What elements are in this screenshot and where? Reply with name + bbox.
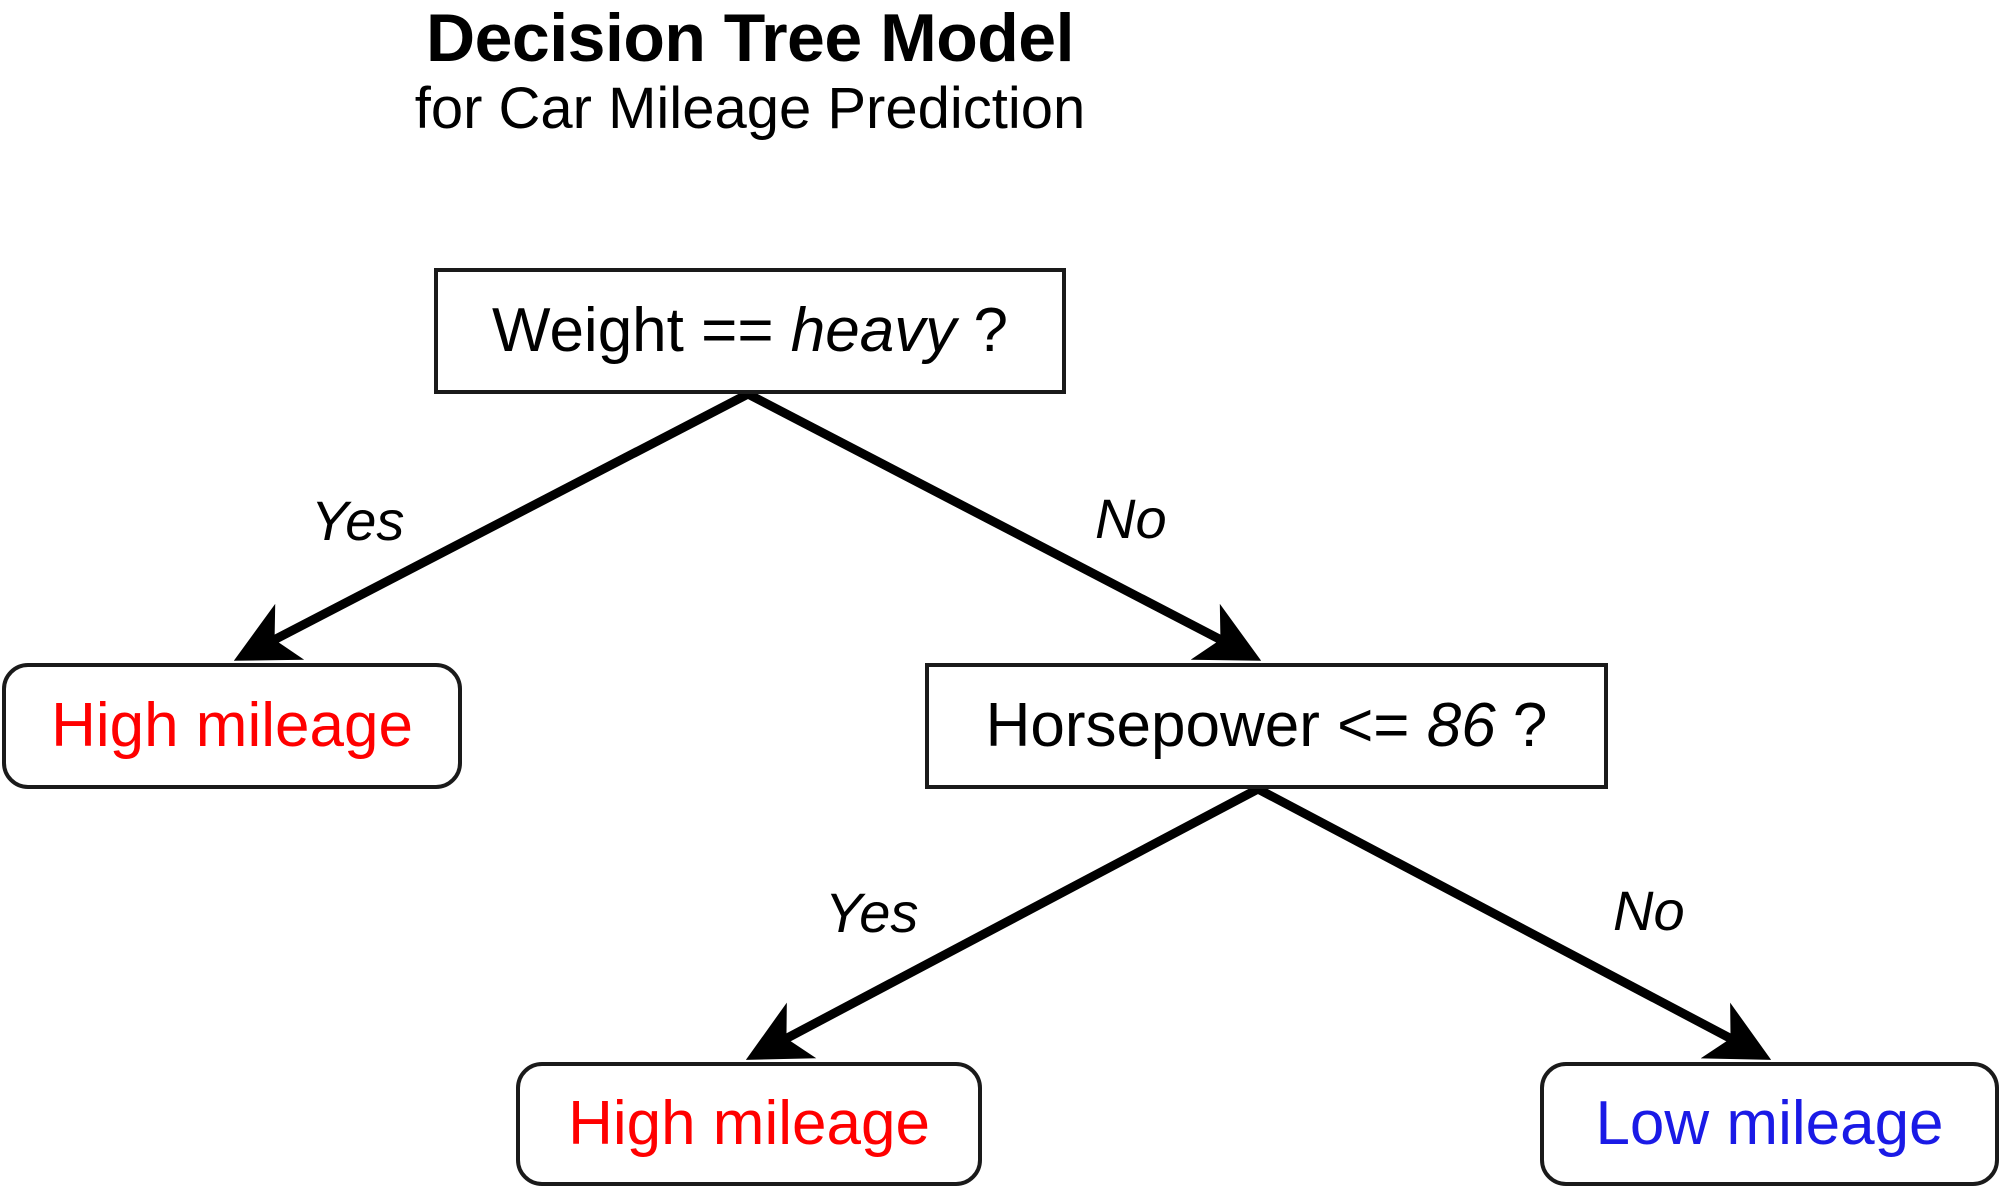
title-main-line: Decision Tree Model (425, 0, 1075, 76)
node-root-prefix: Weight == (492, 296, 791, 365)
edge-root-no (745, 390, 1262, 661)
node-root-suffix: ? (956, 296, 1008, 365)
edge-label-root-no: No (1095, 487, 1167, 550)
node-horsepower-prefix: Horsepower <= (985, 691, 1427, 760)
node-leaf-high-mileage-left-label: High mileage (51, 691, 413, 760)
node-root-text: Weight == heavy ? (492, 300, 1008, 362)
edge-label-root-yes: Yes (311, 489, 405, 552)
edge-label-hp-no: No (1613, 879, 1685, 942)
node-root-weight[interactable]: Weight == heavy ? (434, 268, 1066, 394)
node-leaf-low-mileage-label: Low mileage (1595, 1089, 1944, 1158)
node-root-value: heavy (790, 296, 957, 365)
node-horsepower-suffix: ? (1495, 691, 1548, 760)
node-horsepower-text: Horsepower <= 86 ? (986, 695, 1548, 757)
node-leaf-high-mileage-left[interactable]: High mileage (2, 663, 462, 789)
title-subtitle-line: for Car Mileage Prediction (414, 76, 1086, 142)
node-leaf-high-mileage-bottom-label: High mileage (568, 1089, 930, 1158)
diagram-title: Decision Tree Model for Car Mileage Pred… (0, 0, 1500, 140)
edge-hp-no (1255, 785, 1772, 1060)
edge-label-hp-yes: Yes (825, 881, 919, 944)
node-leaf-high-mileage-bottom[interactable]: High mileage (516, 1062, 982, 1186)
node-horsepower-value: 86 (1426, 691, 1496, 760)
node-leaf-low-mileage[interactable]: Low mileage (1540, 1062, 1999, 1186)
node-horsepower[interactable]: Horsepower <= 86 ? (925, 663, 1608, 789)
